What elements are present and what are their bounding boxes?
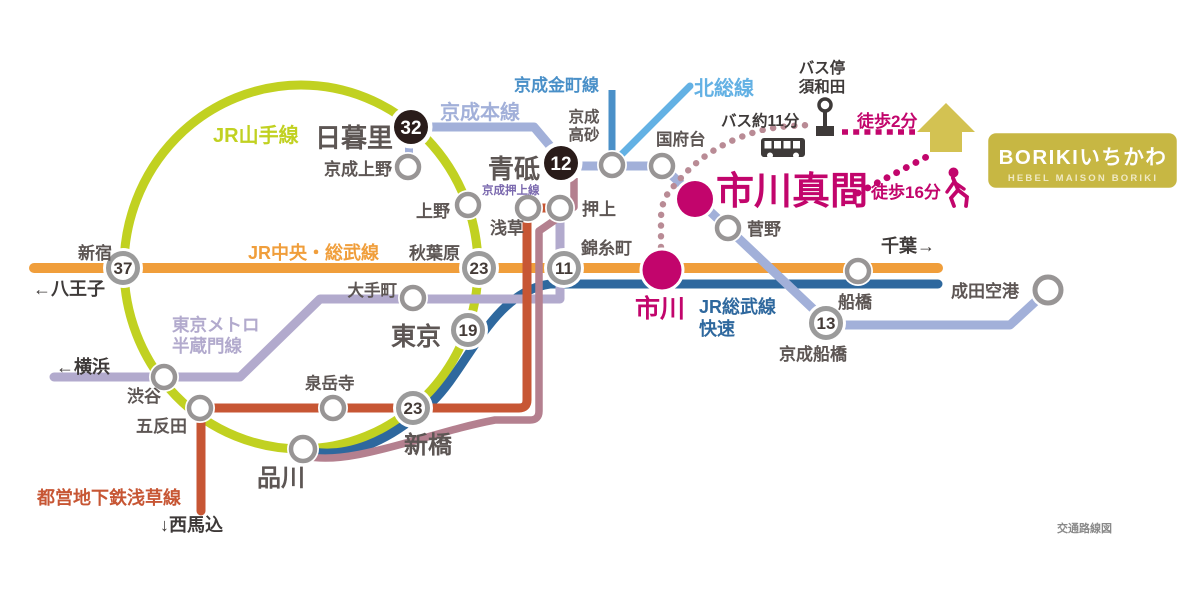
station-otemachi	[398, 283, 428, 313]
walk16-label: 徒歩16分	[870, 182, 941, 202]
badge-akihabara-value: 23	[470, 259, 489, 278]
badge-keisei-funabashi-value: 13	[817, 314, 836, 333]
station-label-shibuya: 渋谷	[127, 386, 162, 406]
walk2-label: 徒歩2分	[856, 111, 917, 131]
station-label-nippori: 日暮里	[315, 123, 393, 153]
walking-person-icon	[945, 167, 970, 208]
badge-akihabara: 23	[459, 248, 499, 288]
station-label-shimbashi: 新橋	[404, 431, 453, 459]
house-arrow-icon	[917, 103, 975, 152]
station-label-ichikawamama: 市川真間	[716, 171, 868, 213]
station-oshiage	[545, 193, 575, 223]
station-funabashi	[843, 256, 873, 286]
station-ichikawa-marker	[639, 247, 685, 293]
badge-shinjuku: 37	[103, 248, 143, 288]
station-label-keisei-ueno: 京成上野	[324, 159, 392, 179]
station-asakusa	[513, 193, 543, 223]
label-chuo-sobu-line: JR中央・総武線	[248, 242, 379, 263]
station-label-shinagawa: 品川	[257, 465, 305, 492]
bus-time-label: バス約11分	[721, 111, 800, 130]
station-label-funabashi: 船橋	[838, 292, 873, 312]
label-hanzomon-line-2: 半蔵門線	[172, 336, 242, 356]
station-label-aoto: 青砥	[488, 154, 540, 184]
label-hanzomon-line-1: 東京メトロ	[172, 315, 260, 335]
station-label-shinjuku: 新宿	[78, 243, 112, 263]
station-label-sugano: 菅野	[747, 220, 781, 239]
station-sugano	[713, 213, 743, 243]
station-sengakuji	[318, 393, 348, 423]
badge-aoto-value: 12	[550, 154, 571, 175]
label-keisei-main-line: 京成本線	[440, 100, 520, 124]
brand-title: BORIKIいちかわ	[999, 146, 1168, 169]
station-label-takasago-1: 京成	[568, 107, 600, 126]
station-ueno	[453, 190, 483, 220]
badge-aoto: 12	[539, 141, 583, 185]
badge-nippori: 32	[389, 105, 433, 149]
bus-stop-label-2: 須和田	[798, 78, 846, 96]
station-label-tokyo: 東京	[391, 322, 441, 351]
label-sobu-rapid-line-2: 快速	[699, 318, 735, 339]
direction-nishi-magome: ↓西馬込	[160, 515, 223, 535]
time-badges-jr: 37 23 11 19 23 13	[103, 248, 846, 428]
badge-nippori-value: 32	[400, 118, 421, 139]
direction-chiba: 千葉→	[881, 236, 935, 256]
station-label-keisei-funabashi: 京成船橋	[779, 344, 848, 364]
footer-caption: 交通路線図	[1057, 521, 1112, 535]
station-keisei-ueno	[393, 152, 423, 182]
keisei-oshiage-through-line	[305, 178, 578, 462]
badge-tokyo: 19	[448, 310, 488, 350]
station-label-oshiage: 押上	[582, 199, 616, 219]
direction-hachioji: ←八王子	[33, 279, 105, 299]
station-shinagawa	[287, 433, 319, 465]
station-label-konodai: 国府台	[656, 129, 706, 149]
label-hokuso-line: 北総線	[694, 76, 754, 100]
badge-kinshicho-value: 11	[555, 259, 573, 278]
bus-stop-label-1: バス停	[799, 58, 846, 77]
station-shibuya	[149, 362, 179, 392]
label-sobu-rapid-line-1: JR総武線	[699, 296, 776, 317]
brand-box: BORIKIいちかわ HEBEL MAISON BORIKI	[985, 130, 1180, 191]
label-yamanote-line: JR山手線	[213, 123, 299, 147]
station-label-sengakuji: 泉岳寺	[305, 373, 355, 393]
walk16-route-dotted	[854, 150, 936, 197]
time-badges-keisei: 32 12	[389, 105, 583, 185]
station-markers	[149, 150, 1066, 465]
station-konodai	[647, 151, 677, 181]
badge-tokyo-value: 19	[459, 321, 478, 340]
badge-shimbashi: 23	[393, 388, 433, 428]
station-label-gotanda: 五反田	[136, 417, 187, 436]
station-label-takasago-2: 高砂	[568, 125, 600, 144]
badge-shinjuku-value: 37	[114, 259, 133, 278]
station-label-ueno: 上野	[416, 202, 450, 221]
bus-stop-pole-icon	[816, 97, 834, 136]
hokuso-line	[610, 82, 694, 166]
station-label-ichikawa: 市川	[635, 294, 685, 323]
direction-yokohama: ←横浜	[56, 356, 110, 377]
station-label-otemachi: 大手町	[348, 280, 398, 300]
station-label-kinshicho: 錦糸町	[581, 238, 632, 258]
badge-shimbashi-value: 23	[404, 399, 423, 418]
station-gotanda	[185, 393, 215, 423]
label-keisei-kanamachi-line: 京成金町線	[514, 75, 599, 95]
badge-kinshicho: 11	[544, 248, 584, 288]
label-toei-asakusa-line: 都営地下鉄浅草線	[36, 487, 181, 508]
station-ichikawamama-marker	[674, 178, 716, 220]
station-label-narita-airport: 成田空港	[951, 281, 1020, 301]
label-keisei-oshiage-line: 京成押上線	[482, 183, 540, 197]
station-label-asakusa: 浅草	[490, 218, 524, 238]
bus-route-dotted	[657, 121, 816, 251]
brand-subtitle: HEBEL MAISON BORIKI	[1008, 173, 1158, 184]
station-label-akihabara: 秋葉原	[409, 243, 460, 263]
station-narita-airport	[1030, 272, 1066, 308]
bus-icon	[757, 133, 809, 163]
station-keisei-takasago	[597, 150, 627, 180]
badge-keisei-funabashi: 13	[806, 303, 846, 343]
